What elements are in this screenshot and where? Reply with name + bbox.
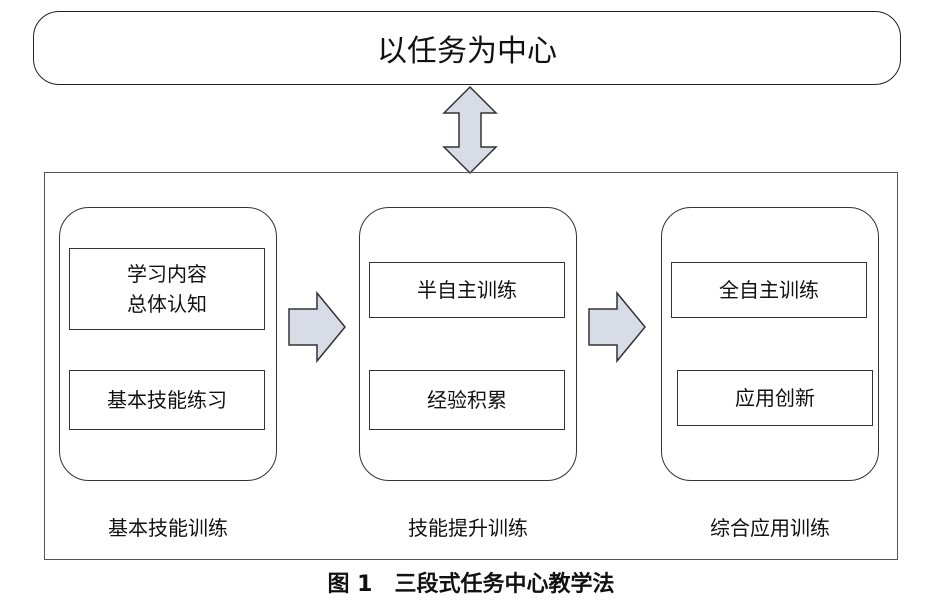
stage-apply [661, 207, 879, 481]
right-arrow-2 [588, 290, 646, 364]
stage-apply-box-2-text: 应用创新 [735, 386, 815, 410]
stage-basic-box-1: 学习内容 总体认知 [69, 248, 265, 330]
stage-improve [359, 207, 577, 481]
training-frame [44, 172, 898, 560]
stage-basic-box-2: 基本技能练习 [69, 370, 265, 430]
figure-caption: 图 1 三段式任务中心教学法 [327, 572, 615, 597]
stage-improve-box-1: 半自主训练 [369, 262, 565, 318]
stage-improve-box-2-text: 经验积累 [427, 388, 507, 412]
stage-improve-label: 技能提升训练 [408, 516, 528, 540]
bidirectional-arrow [442, 85, 498, 175]
stage-basic-label: 基本技能训练 [108, 516, 228, 540]
central-task-label: 以任务为中心 [377, 34, 557, 69]
stage-improve-box-2: 经验积累 [369, 370, 565, 430]
stage-basic-box-1-text: 学习内容 总体认知 [127, 262, 207, 316]
stage-apply-box-2: 应用创新 [677, 370, 873, 426]
stage-apply-label: 综合应用训练 [710, 516, 830, 540]
right-arrow-1 [288, 290, 346, 364]
stage-basic [59, 207, 277, 481]
stage-basic-box-2-text: 基本技能练习 [107, 388, 227, 412]
stage-apply-box-1: 全自主训练 [671, 262, 867, 318]
stage-improve-box-1-text: 半自主训练 [417, 278, 517, 302]
stage-apply-box-1-text: 全自主训练 [719, 278, 819, 302]
central-task-box: 以任务为中心 [33, 11, 901, 85]
